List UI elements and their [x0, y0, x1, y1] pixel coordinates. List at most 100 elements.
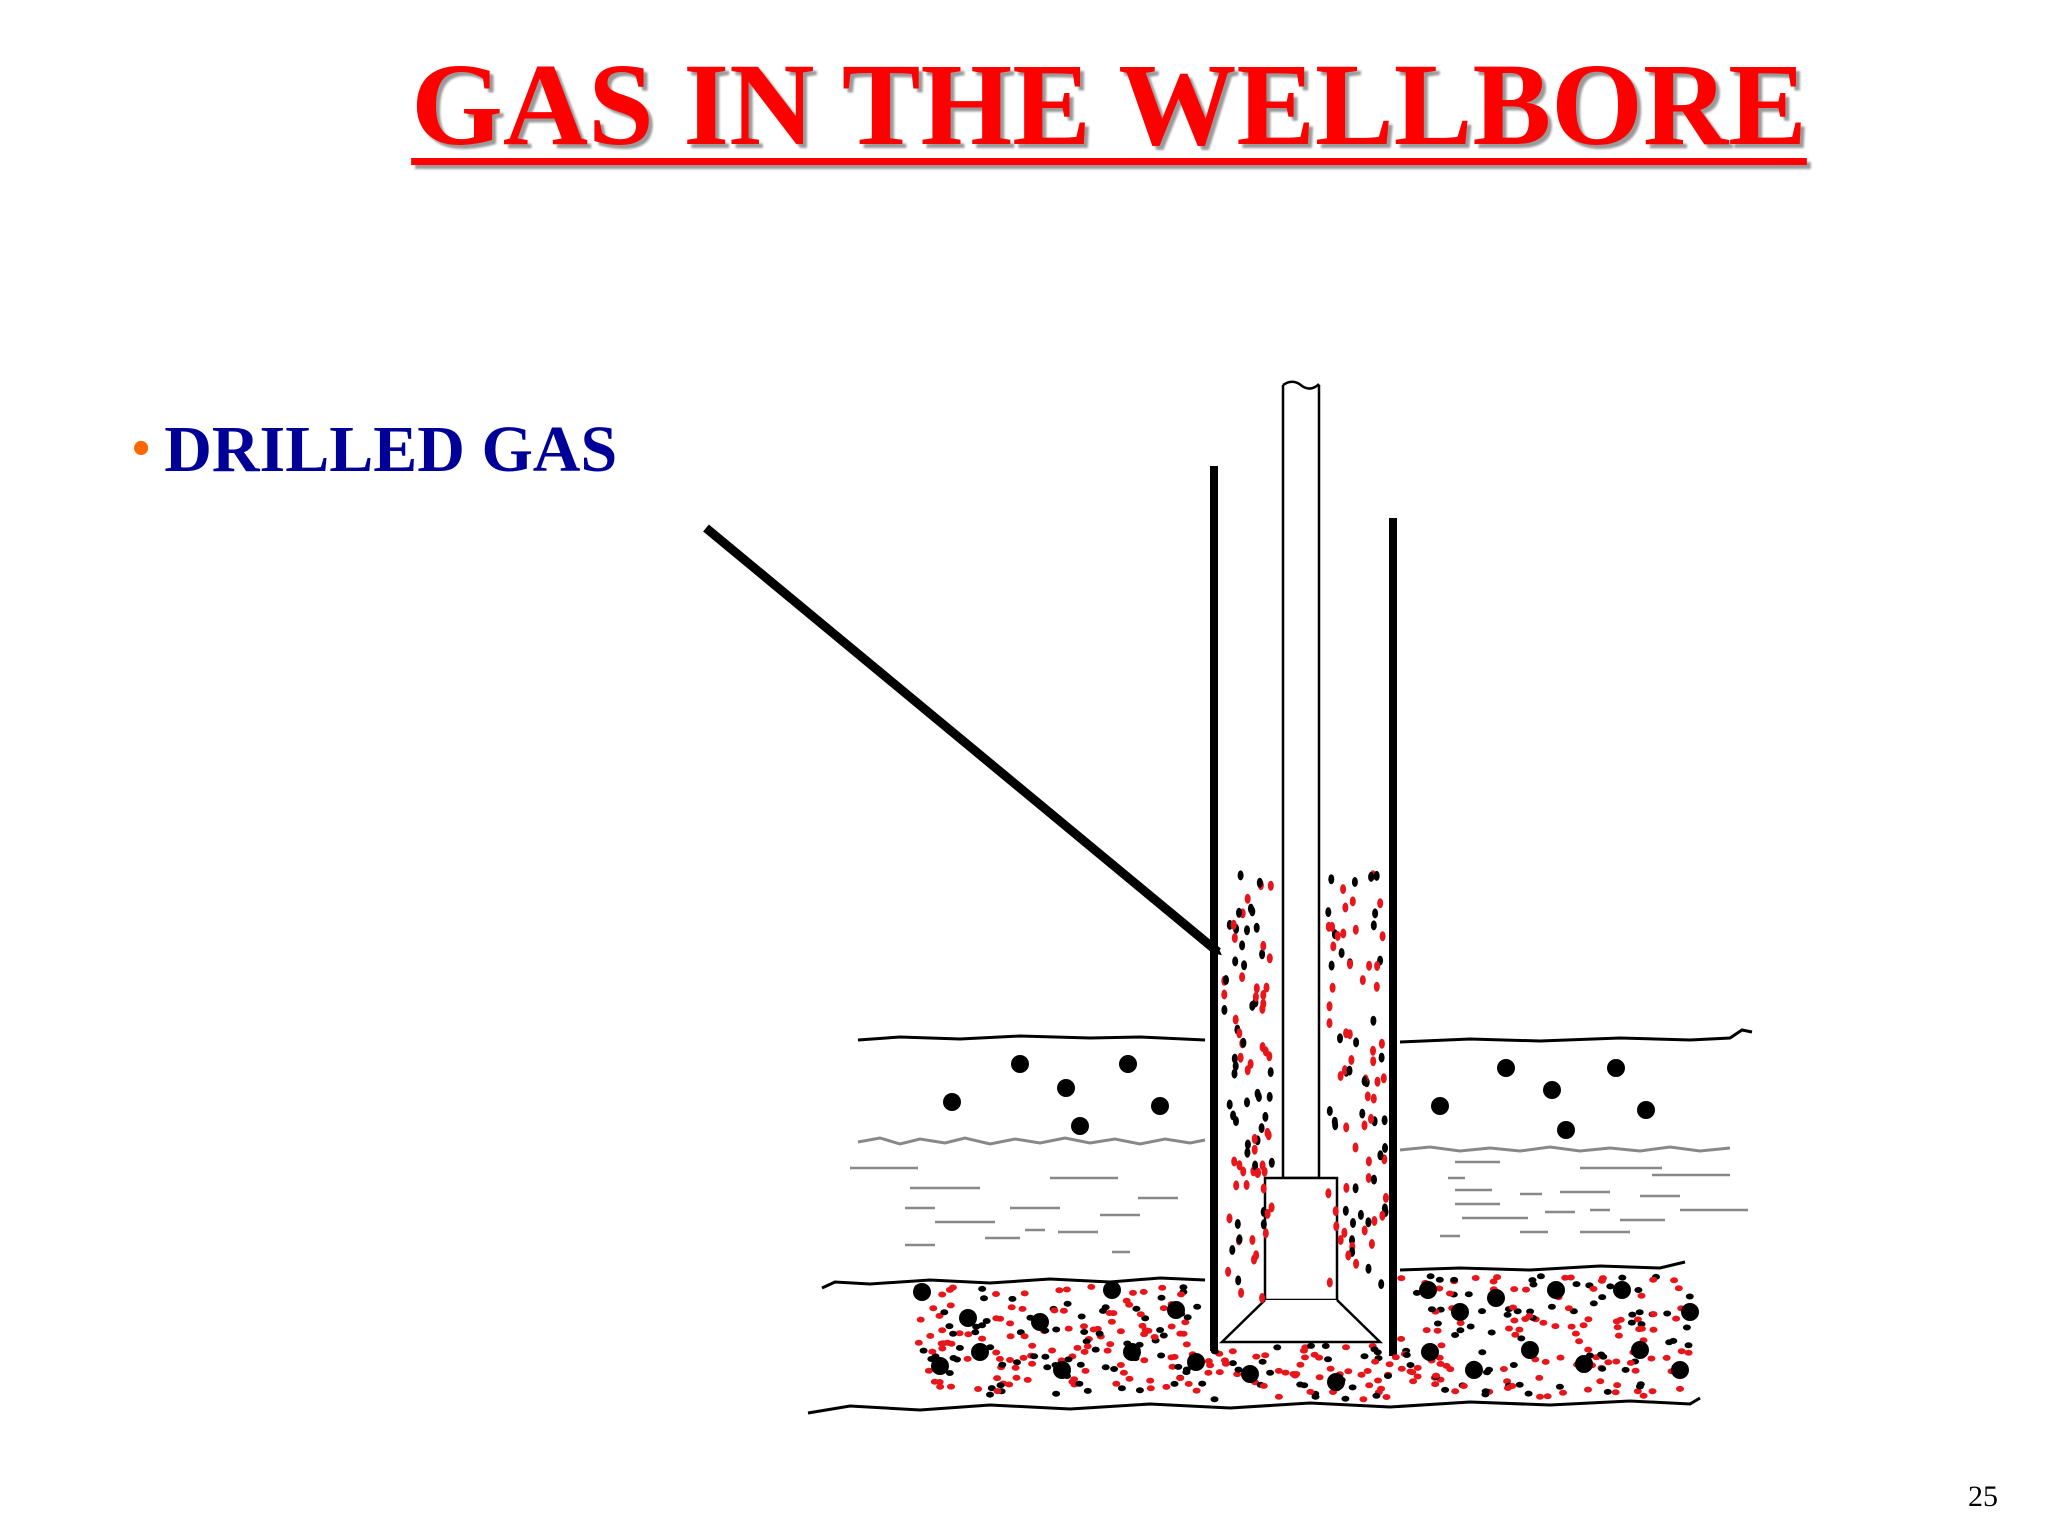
gas-particle [945, 1323, 954, 1330]
gas-particle [1669, 1337, 1678, 1344]
gas-particle [1344, 1368, 1353, 1375]
gas-particle [1006, 1357, 1014, 1363]
gas-particle [1204, 1358, 1213, 1365]
gas-particle [1681, 1303, 1699, 1321]
gas-particle [1260, 1183, 1267, 1194]
gas-particle [1535, 1374, 1544, 1381]
gas-particle [1300, 1382, 1309, 1389]
gas-particle [1487, 1329, 1496, 1336]
gas-particle [1141, 1327, 1150, 1334]
gas-particle [1239, 940, 1246, 951]
gas-particle [1361, 1076, 1368, 1087]
gas-particle [1101, 1364, 1110, 1371]
gas-particle [1503, 1311, 1512, 1318]
gas-particle [1251, 1144, 1258, 1155]
gas-particle [1089, 1326, 1098, 1333]
gas-particle [1422, 1327, 1431, 1334]
gas-particle [1252, 1353, 1261, 1360]
gas-particle [1326, 1106, 1333, 1116]
gas-particle [919, 1347, 928, 1354]
gas-particle [1125, 1375, 1134, 1382]
gas-particle [1671, 1361, 1689, 1379]
gas-particle [1365, 1156, 1372, 1167]
gas-particle [1328, 874, 1335, 885]
gas-particle [1370, 1346, 1379, 1353]
gas-particle [1451, 1332, 1460, 1338]
gas-particle [1252, 1160, 1259, 1171]
gas-particle [1378, 1038, 1385, 1049]
gas-particle [1598, 1294, 1607, 1301]
gas-particle [1451, 1388, 1460, 1395]
gas-particle [1371, 1358, 1380, 1365]
gas-particle [947, 1340, 956, 1347]
gas-particle [1167, 1301, 1185, 1319]
gas-particle [1299, 1347, 1308, 1354]
gas-particle [1596, 1378, 1605, 1385]
gas-particle [1572, 1281, 1581, 1288]
gas-particle [1210, 1348, 1219, 1355]
gas-particle [1456, 1327, 1465, 1334]
gas-particle [1374, 1076, 1381, 1087]
gas-particle [1597, 1351, 1606, 1358]
page-number: 25 [1968, 1480, 1998, 1513]
gas-particle [1359, 1396, 1368, 1403]
gas-particle [980, 1295, 988, 1302]
gas-particle [1341, 1065, 1348, 1076]
gas-particle [1611, 1389, 1620, 1396]
gas-particle [1233, 1116, 1239, 1127]
gas-particle [1238, 1287, 1245, 1298]
gas-particle [945, 1286, 954, 1293]
gas-particle [1239, 972, 1246, 983]
gas-particle [1465, 1361, 1483, 1379]
gas-particle [1228, 1348, 1237, 1355]
gas-particle [1110, 1366, 1119, 1372]
gas-particle [1677, 1348, 1686, 1355]
gas-particle [1266, 953, 1273, 964]
gas-particle [1551, 1323, 1560, 1330]
gas-particle [1260, 1219, 1267, 1230]
gas-particle [1019, 1354, 1028, 1361]
gas-particle [1247, 903, 1254, 914]
gas-particle [1259, 1003, 1266, 1014]
gas-particle [916, 1316, 925, 1323]
gas-particle [914, 1339, 923, 1346]
gas-particle [1281, 1369, 1290, 1376]
gas-particle [1073, 1344, 1082, 1351]
gas-particle [1184, 1380, 1193, 1387]
drilled-gas-particles [913, 870, 1699, 1403]
gas-particle [1028, 1342, 1037, 1349]
gas-particle [1103, 1281, 1121, 1299]
gas-particle [1125, 1301, 1134, 1308]
gas-particle [1041, 1353, 1050, 1360]
gas-particle [1258, 1358, 1267, 1365]
gas-particle [1063, 1300, 1072, 1307]
gas-particle [1426, 1273, 1435, 1280]
gas-particle [1236, 1160, 1243, 1171]
gas-particle [1023, 1376, 1032, 1383]
gas-particle [1018, 1305, 1027, 1312]
gas-particle [1419, 1281, 1437, 1299]
gas-particle [993, 1375, 1002, 1382]
gas-particle [1231, 1156, 1238, 1167]
gas-particle [1370, 1015, 1377, 1026]
gas-particle [1080, 1329, 1089, 1335]
gas-particle [1436, 1360, 1445, 1367]
gas-particle [1337, 1071, 1344, 1081]
formation-mid-left [821, 1276, 1206, 1290]
gas-particle [974, 1386, 983, 1392]
gas-particle [1579, 1322, 1588, 1329]
gas-particle [1107, 1318, 1116, 1325]
gas-particle [1007, 1304, 1016, 1311]
gas-particle [1374, 1377, 1382, 1384]
gas-particle [1234, 1366, 1243, 1373]
gas-particle [1421, 1343, 1439, 1361]
pointer-arrow [703, 524, 1222, 956]
gas-particle [1456, 1320, 1465, 1326]
gas-particle [1413, 1373, 1422, 1380]
gas-particle [1626, 1359, 1635, 1366]
gas-particle [1618, 1274, 1627, 1281]
gas-particle [938, 1291, 947, 1298]
gas-particle [1347, 959, 1353, 970]
gas-particle [1555, 1383, 1564, 1390]
gas-particle [1146, 1377, 1155, 1384]
